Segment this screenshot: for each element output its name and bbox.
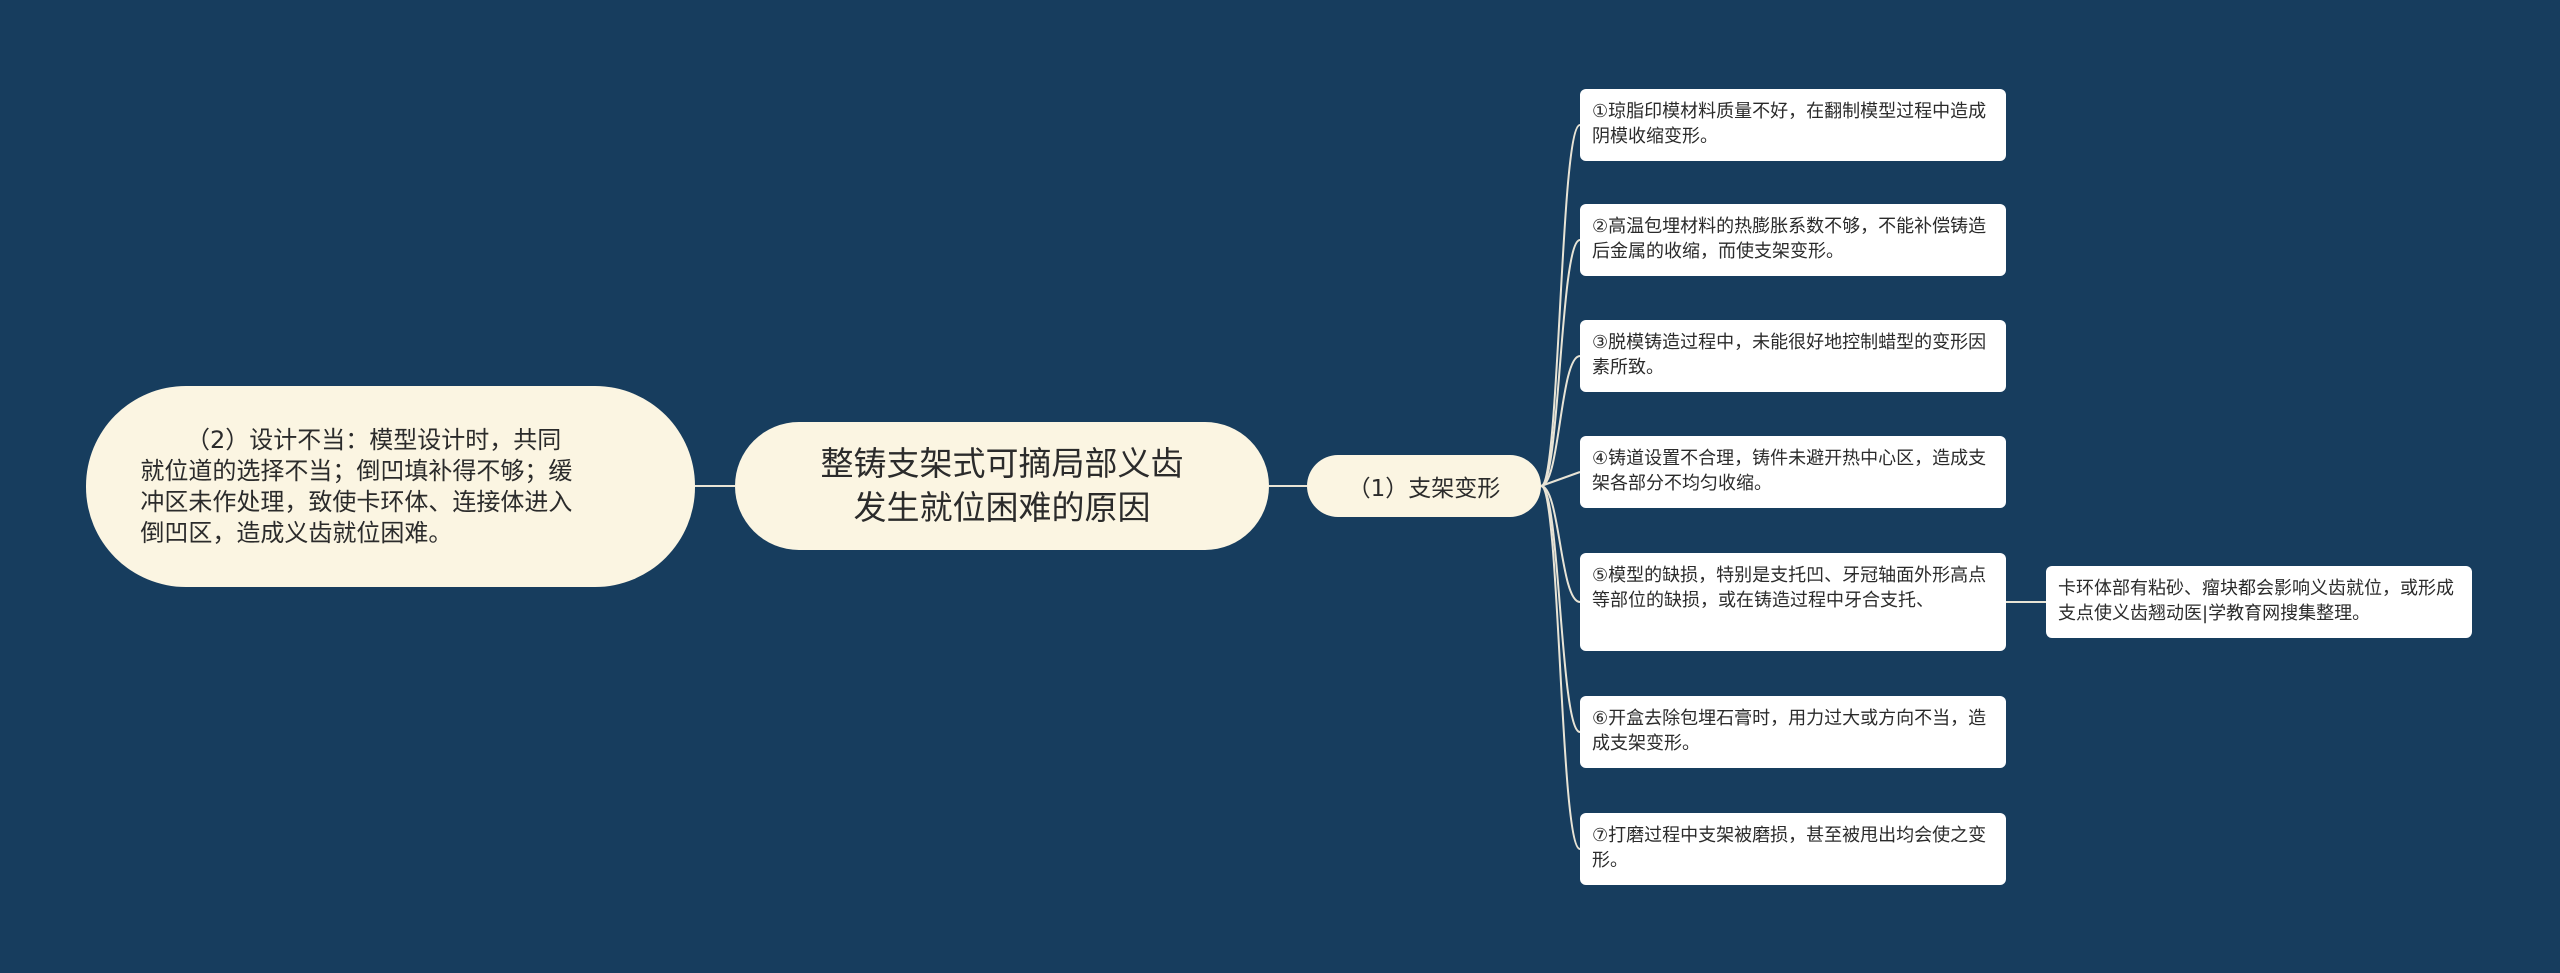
branch-design-improper[interactable]: （2）设计不当：模型设计时，共同就位道的选择不当；倒凹填补得不够；缓冲区未作处理… — [86, 386, 695, 587]
leaf-item-3-text: ③脱模铸造过程中，未能很好地控制蜡型的变形因素所致。 — [1592, 332, 1987, 378]
branch-frame-deformation-label: （1）支架变形 — [1347, 476, 1501, 502]
branch-design-improper-text: （2）设计不当：模型设计时，共同就位道的选择不当；倒凹填补得不够；缓冲区未作处理… — [140, 425, 573, 547]
leaf-sub-item-text: 卡环体部有粘砂、瘤块都会影响义齿就位，或形成支点使义齿翘动医|学教育网搜集整理。 — [2058, 578, 2454, 624]
leaf-item-5[interactable]: ⑤模型的缺损，特别是支托凹、牙冠轴面外形高点等部位的缺损，或在铸造过程中牙合支托… — [1580, 553, 2006, 651]
central-topic[interactable]: 整铸支架式可摘局部义齿 发生就位困难的原因 — [735, 422, 1269, 550]
central-topic-line1: 整铸支架式可摘局部义齿 — [820, 444, 1184, 483]
connector-leaf-4 — [1540, 471, 1581, 487]
leaf-item-7[interactable]: ⑦打磨过程中支架被磨损，甚至被甩出均会使之变形。 — [1580, 813, 2006, 885]
leaf-item-3[interactable]: ③脱模铸造过程中，未能很好地控制蜡型的变形因素所致。 — [1580, 320, 2006, 392]
connector-leaf-3 — [1540, 355, 1581, 487]
leaf-item-4-text: ④铸道设置不合理，铸件未避开热中心区，造成支架各部分不均匀收缩。 — [1592, 448, 1987, 494]
leaf-item-1[interactable]: ①琼脂印模材料质量不好，在翻制模型过程中造成阴模收缩变形。 — [1580, 89, 2006, 161]
leaf-item-2[interactable]: ②高温包埋材料的热膨胀系数不够，不能补偿铸造后金属的收缩，而使支架变形。 — [1580, 204, 2006, 276]
connector-leaf-2 — [1540, 239, 1581, 487]
leaf-item-6[interactable]: ⑥开盒去除包埋石膏时，用力过大或方向不当，造成支架变形。 — [1580, 696, 2006, 768]
connector-leaf-6 — [1540, 485, 1581, 733]
connector-leaf-7 — [1540, 485, 1581, 850]
leaf-item-2-text: ②高温包埋材料的热膨胀系数不够，不能补偿铸造后金属的收缩，而使支架变形。 — [1592, 216, 1987, 262]
leaf-item-5-text: ⑤模型的缺损，特别是支托凹、牙冠轴面外形高点等部位的缺损，或在铸造过程中牙合支托… — [1592, 565, 1987, 611]
leaf-item-4[interactable]: ④铸道设置不合理，铸件未避开热中心区，造成支架各部分不均匀收缩。 — [1580, 436, 2006, 508]
leaf-sub-item[interactable]: 卡环体部有粘砂、瘤块都会影响义齿就位，或形成支点使义齿翘动医|学教育网搜集整理。 — [2046, 566, 2472, 638]
leaf-item-6-text: ⑥开盒去除包埋石膏时，用力过大或方向不当，造成支架变形。 — [1592, 708, 1987, 754]
leaf-item-7-text: ⑦打磨过程中支架被磨损，甚至被甩出均会使之变形。 — [1592, 825, 1987, 871]
connector-leaf-1 — [1540, 124, 1581, 487]
branch-frame-deformation[interactable]: （1）支架变形 — [1307, 455, 1541, 517]
central-topic-line2: 发生就位困难的原因 — [853, 488, 1151, 527]
leaf-item-1-text: ①琼脂印模材料质量不好，在翻制模型过程中造成阴模收缩变形。 — [1592, 101, 1987, 147]
connector-leaf-5 — [1540, 485, 1581, 603]
